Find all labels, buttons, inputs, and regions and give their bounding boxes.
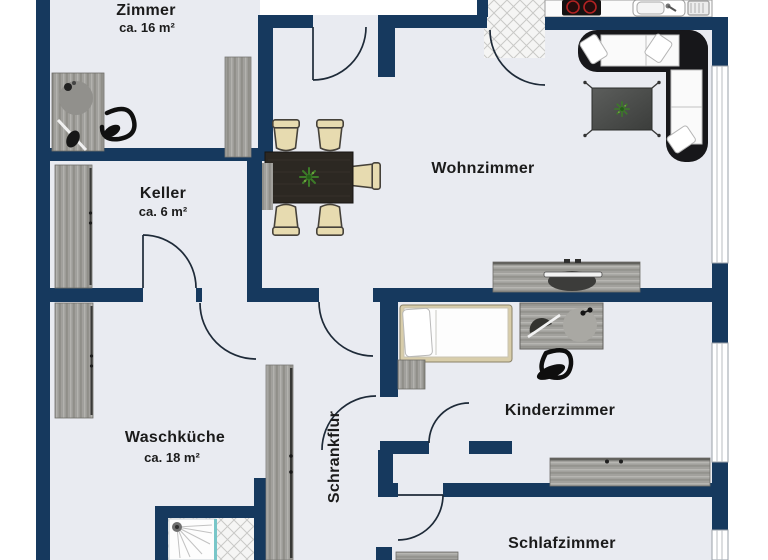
label-keller: Keller — [140, 185, 186, 202]
label-wohnzimmer: Wohnzimmer — [431, 160, 534, 177]
kitchen-tile-floor — [484, 0, 545, 58]
window-wohnzimmer — [711, 65, 729, 264]
wohnzimmer-furniture — [492, 30, 708, 293]
dining-set — [262, 119, 382, 236]
shower-room — [167, 518, 256, 560]
kids-desk-icon — [519, 302, 604, 350]
bed-icon — [399, 304, 513, 363]
cabinet-icon — [262, 163, 273, 210]
shelf-icon — [54, 302, 94, 419]
stove-icon — [562, 0, 601, 16]
dresser-icon — [549, 457, 711, 487]
kitchen-area — [484, 0, 713, 58]
sideboard-icon — [492, 259, 641, 293]
room-labels: Zimmer ca. 16 m² Keller ca. 6 m² Wohnzim… — [116, 2, 616, 552]
wardrobe-icon — [224, 56, 252, 158]
zimmer-furniture — [51, 56, 252, 158]
door-schlafzimmer — [397, 494, 444, 541]
glasses-icon — [580, 307, 593, 316]
corner-sofa-icon — [578, 30, 708, 162]
label-schrankflur: Schrankflur — [326, 411, 343, 503]
kinderzimmer-furniture — [397, 302, 604, 390]
doors — [142, 26, 546, 541]
shelf-icon — [54, 164, 93, 289]
window-kinderzimmer — [711, 342, 729, 463]
keller-furniture — [54, 164, 93, 289]
shower-icon — [172, 522, 213, 559]
door-kinderzimmer-vestibule — [428, 402, 470, 444]
office-chair-icon — [536, 348, 574, 380]
label-keller-area: ca. 6 m² — [139, 204, 188, 219]
wall-outer-left — [36, 0, 50, 560]
wardrobe-icon — [265, 364, 294, 560]
window-schlafzimmer — [711, 529, 729, 560]
door-schrankflur — [318, 301, 374, 357]
office-chair-icon — [99, 106, 137, 142]
windows — [711, 65, 729, 560]
label-schlafzimmer: Schlafzimmer — [508, 535, 616, 552]
schrankflur-wardrobe — [265, 364, 294, 560]
label-kinderzimmer: Kinderzimmer — [505, 402, 615, 419]
coffee-table-icon — [583, 80, 661, 138]
door-keller — [142, 234, 197, 289]
label-zimmer: Zimmer — [116, 2, 176, 19]
door-waschkueche — [199, 302, 257, 360]
label-waschkueche-area: ca. 18 m² — [144, 450, 200, 465]
label-zimmer-area: ca. 16 m² — [119, 20, 175, 35]
door-kinderzimmer — [321, 395, 377, 451]
door-top-hall — [312, 26, 367, 81]
waschkueche-furniture — [54, 302, 94, 419]
drainer-icon — [687, 0, 710, 16]
sink-icon — [632, 0, 686, 17]
door-kitchen — [489, 29, 546, 86]
nightstand-icon — [397, 359, 426, 390]
label-waschkueche: Waschküche — [125, 429, 225, 446]
schlafzimmer-furniture — [395, 457, 711, 560]
bed-headboard-icon — [395, 551, 459, 560]
